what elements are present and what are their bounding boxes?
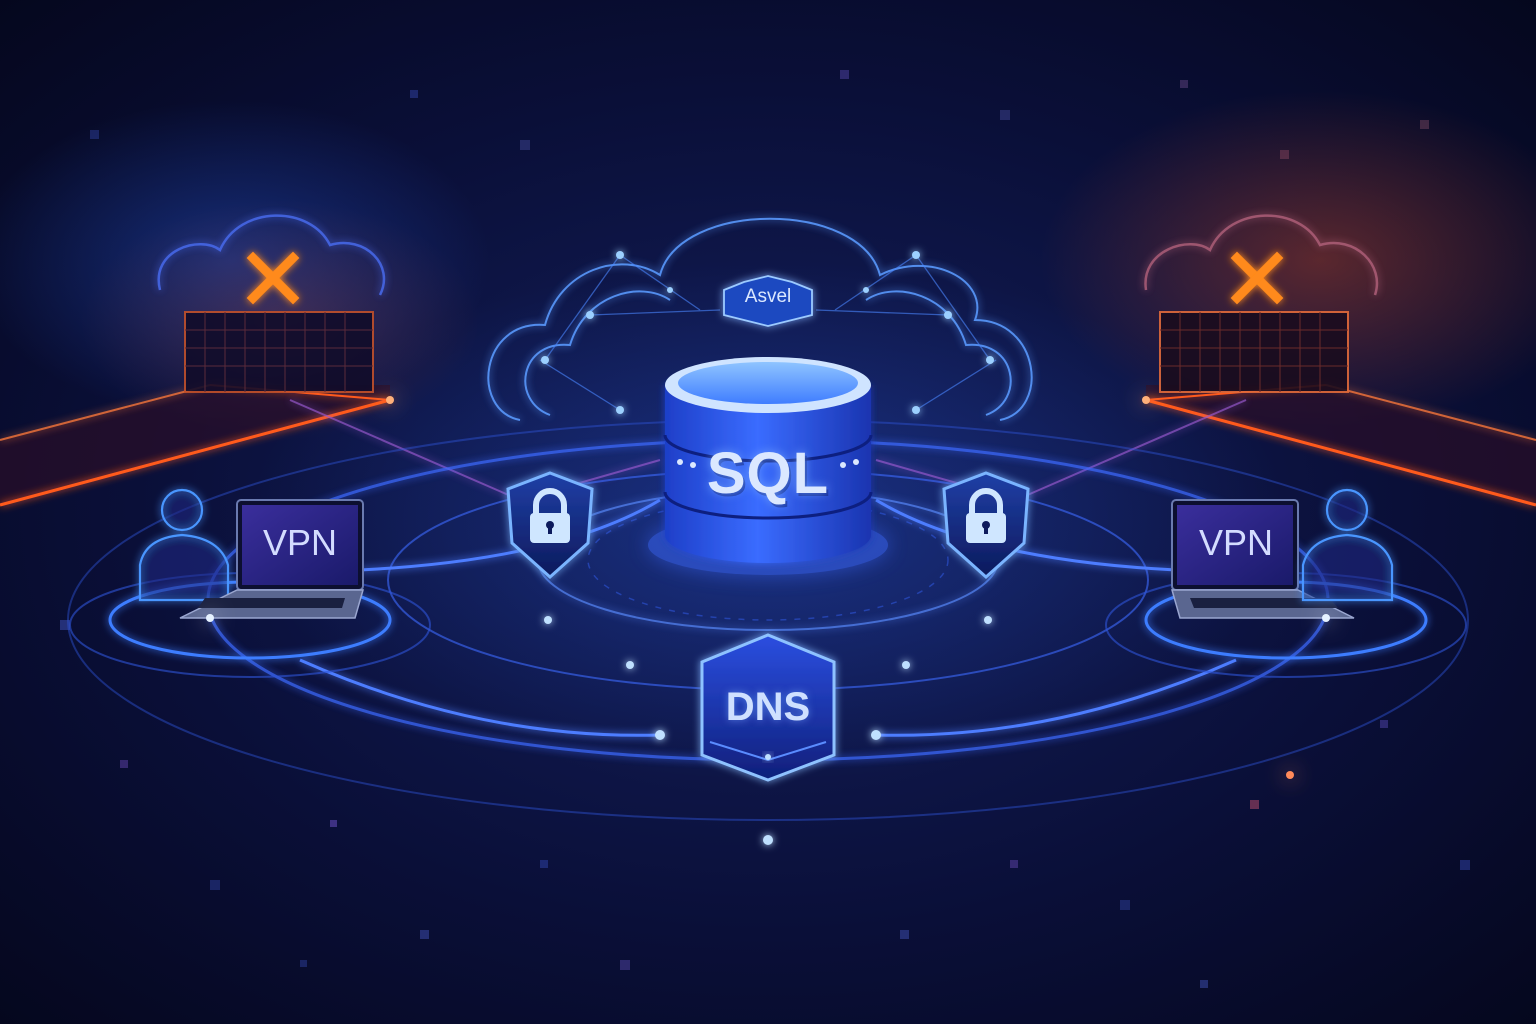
laptop-icon bbox=[1171, 499, 1355, 619]
laptop-icon bbox=[179, 499, 364, 619]
right-firewall-wall bbox=[1145, 384, 1536, 507]
cloud-network bbox=[487, 217, 1033, 421]
asvel-label: Asvel bbox=[744, 286, 792, 307]
vpn-left-label: VPN bbox=[262, 522, 338, 563]
left-blocked-cloud bbox=[157, 214, 386, 393]
sql-database-cylinder bbox=[648, 357, 888, 575]
particle-field bbox=[60, 70, 1470, 988]
blocked-x-icon bbox=[1230, 251, 1284, 305]
asvel-badge bbox=[723, 275, 813, 327]
left-shield-lock bbox=[506, 471, 594, 580]
right-blocked-cloud bbox=[1144, 214, 1379, 393]
sql-label: SQL bbox=[706, 441, 830, 506]
user-silhouette-icon bbox=[1301, 488, 1394, 602]
dns-node bbox=[700, 633, 836, 782]
right-vpn-client bbox=[1105, 488, 1467, 678]
user-silhouette-icon bbox=[138, 488, 230, 602]
right-shield-lock bbox=[942, 471, 1030, 580]
vpn-right-label: VPN bbox=[1198, 522, 1274, 563]
blocked-x-icon bbox=[246, 251, 300, 305]
left-vpn-client bbox=[69, 488, 431, 678]
dns-label: DNS bbox=[725, 685, 811, 729]
